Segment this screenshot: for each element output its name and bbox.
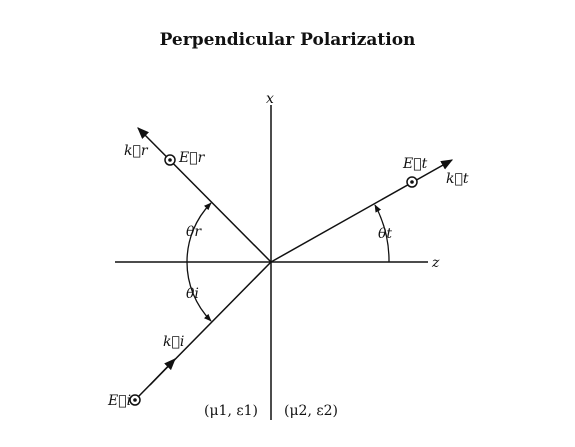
transmitted-ray xyxy=(270,159,454,263)
e-r-label: E⃗r xyxy=(178,150,206,166)
x-axis-label: x xyxy=(266,91,274,107)
e-i-dot-icon xyxy=(129,394,141,406)
k-i-label: k⃗i xyxy=(163,334,184,350)
theta-t-arc xyxy=(374,204,390,263)
k-t-label: k⃗t xyxy=(446,171,469,187)
medium-1-label: (μ1, ε1) xyxy=(204,403,258,419)
z-axis-label: z xyxy=(431,255,440,271)
k-r-label: k⃗r xyxy=(124,143,149,159)
theta-t-label: θt xyxy=(378,226,392,242)
diagram-title: Perpendicular Polarization xyxy=(159,30,416,50)
theta-r-label: θr xyxy=(186,224,202,240)
e-r-dot-icon xyxy=(164,154,176,166)
e-t-label: E⃗t xyxy=(402,156,428,172)
theta-i-label: θi xyxy=(186,286,199,302)
e-t-dot-icon xyxy=(406,176,418,188)
reflected-ray xyxy=(137,127,272,263)
incident-ray-arrow xyxy=(149,358,176,386)
theta-r-arc xyxy=(186,202,212,263)
medium-2-label: (μ2, ε2) xyxy=(284,403,338,419)
e-i-label: E⃗i xyxy=(107,393,131,409)
theta-i-arc xyxy=(186,261,212,322)
